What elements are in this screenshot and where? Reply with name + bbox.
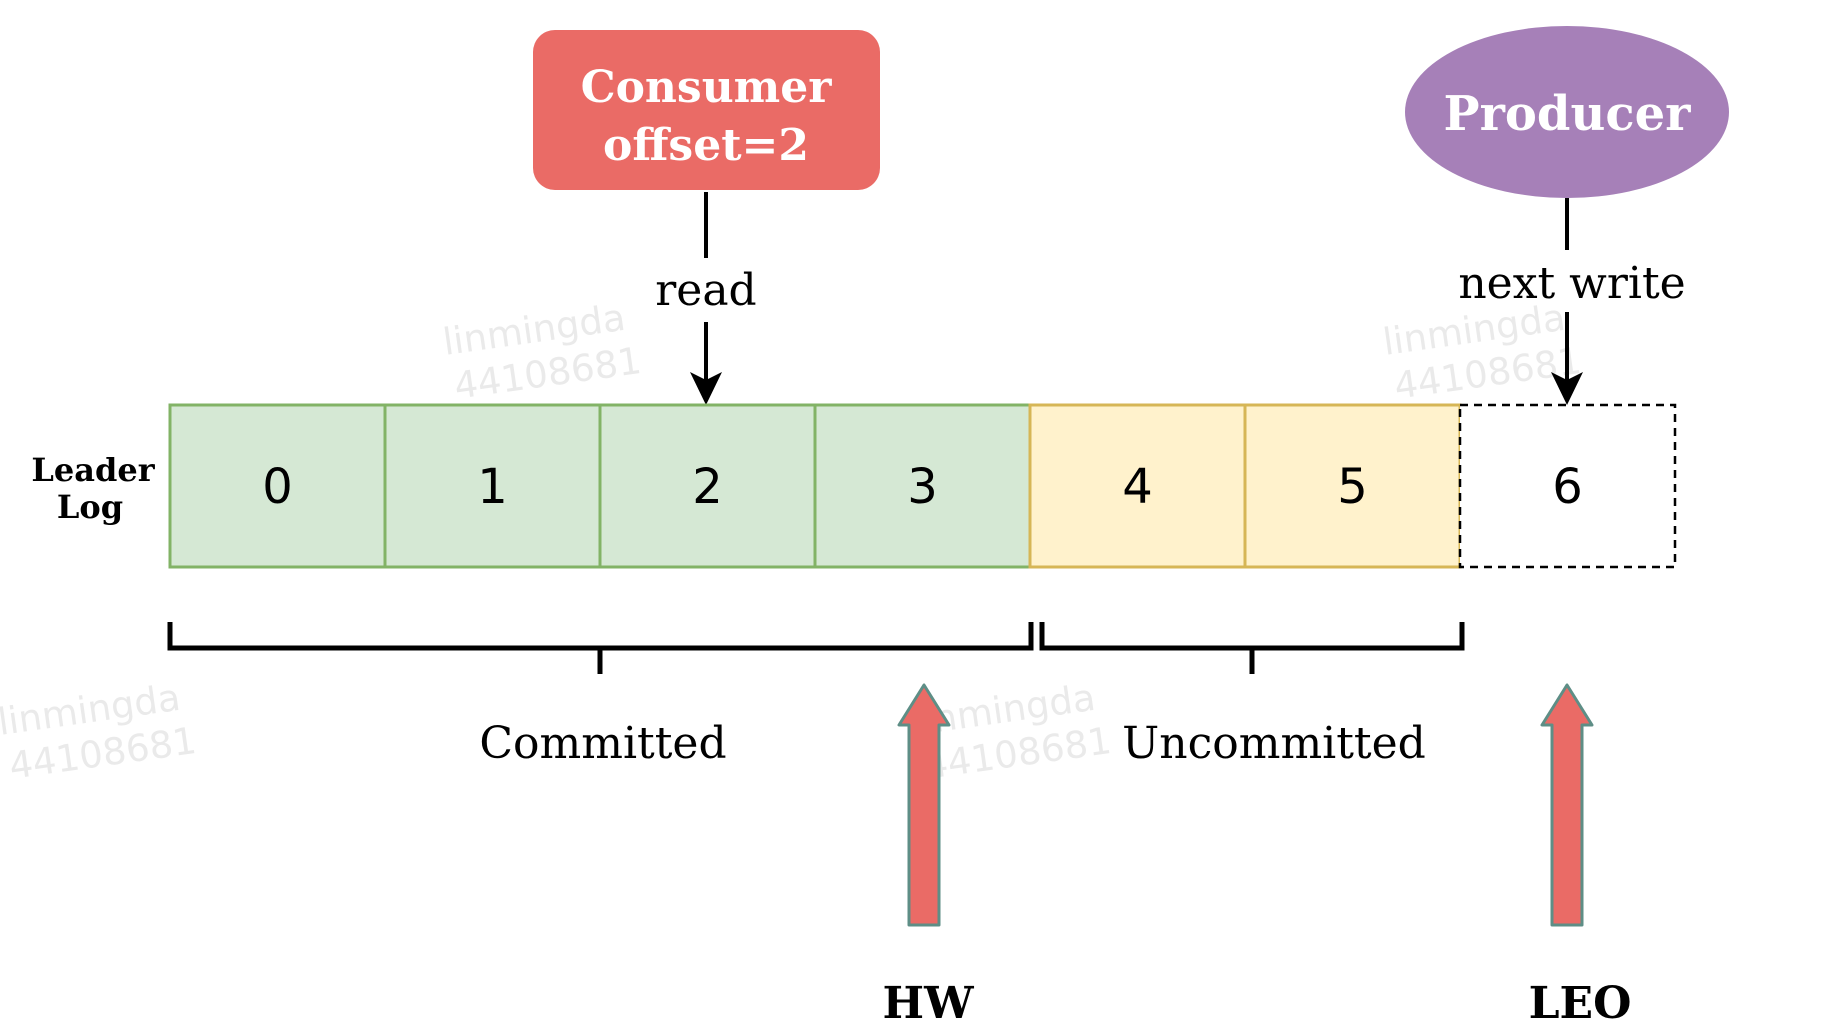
consumer-label-line1: Consumer bbox=[581, 62, 833, 113]
leader-log-label-line1: Leader bbox=[31, 451, 155, 489]
log-cell-offset-label: 4 bbox=[1122, 459, 1153, 515]
committed-label: Committed bbox=[479, 718, 726, 769]
log-cell-3 bbox=[813, 403, 1032, 569]
log-cell-offset-label: 0 bbox=[262, 459, 293, 515]
leo-marker: LEO bbox=[1529, 683, 1632, 1029]
producer-label: Producer bbox=[1444, 86, 1692, 142]
log-cell-offset-label: 1 bbox=[477, 459, 508, 515]
uncommitted-bracket-shape bbox=[1039, 622, 1465, 674]
producer-node: Producer bbox=[1405, 26, 1729, 198]
consumer-node: Consumer offset=2 bbox=[533, 30, 880, 190]
uncommitted-label: Uncommitted bbox=[1122, 718, 1426, 769]
leo-label: LEO bbox=[1529, 978, 1632, 1029]
log-cell-offset-label: 2 bbox=[692, 459, 723, 515]
leader-log-label-line2: Log bbox=[57, 488, 123, 526]
producer-ellipse bbox=[1405, 26, 1729, 198]
leo-arrow-icon bbox=[1540, 683, 1594, 927]
leader-log-label: Leader Log bbox=[31, 451, 155, 526]
consumer-box bbox=[533, 30, 880, 190]
consumer-label-line2: offset=2 bbox=[603, 120, 809, 171]
log-cell-2 bbox=[598, 403, 817, 569]
next-write-arrow-head-icon bbox=[1551, 372, 1583, 405]
next-write-arrow: next write bbox=[1458, 198, 1686, 405]
uncommitted-bracket: Uncommitted bbox=[1039, 622, 1465, 769]
log-cell-4 bbox=[1028, 403, 1247, 569]
committed-bracket: Committed bbox=[167, 622, 1034, 769]
read-label: read bbox=[655, 265, 756, 316]
log-cell-6 bbox=[1458, 403, 1677, 569]
committed-bracket-shape bbox=[167, 622, 1034, 674]
log-cell-offset-label: 3 bbox=[907, 459, 938, 515]
next-write-label: next write bbox=[1458, 258, 1685, 309]
hw-arrow-icon bbox=[897, 683, 951, 927]
hw-marker: HW bbox=[883, 683, 975, 1029]
log-cell-offset-label: 5 bbox=[1337, 459, 1368, 515]
hw-label: HW bbox=[883, 978, 975, 1029]
log-cell-0 bbox=[168, 403, 387, 569]
read-arrow: read bbox=[655, 192, 757, 405]
log-cell-1 bbox=[383, 403, 602, 569]
read-arrow-head-icon bbox=[690, 372, 722, 405]
log-cell-5 bbox=[1243, 403, 1462, 569]
log-cells: 0 1 2 3 4 5 6 bbox=[168, 403, 1677, 569]
log-cell-offset-label: 6 bbox=[1552, 459, 1583, 515]
